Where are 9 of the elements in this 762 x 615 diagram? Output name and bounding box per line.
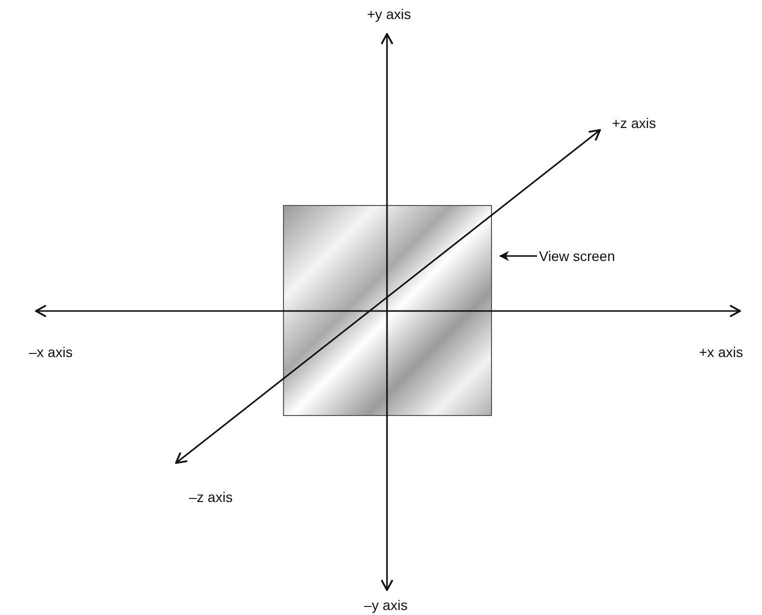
axis-label: –y axis [364, 597, 408, 613]
axis-label: –z axis [189, 489, 233, 505]
annotation-text: View screen [539, 246, 616, 266]
axis-label: +y axis [367, 6, 411, 22]
view-screen-panel [283, 205, 492, 416]
axis-label: –x axis [29, 344, 73, 360]
axis-label: +x axis [699, 344, 743, 360]
axis-label: +z axis [612, 115, 656, 131]
leader-arrow [499, 251, 537, 261]
